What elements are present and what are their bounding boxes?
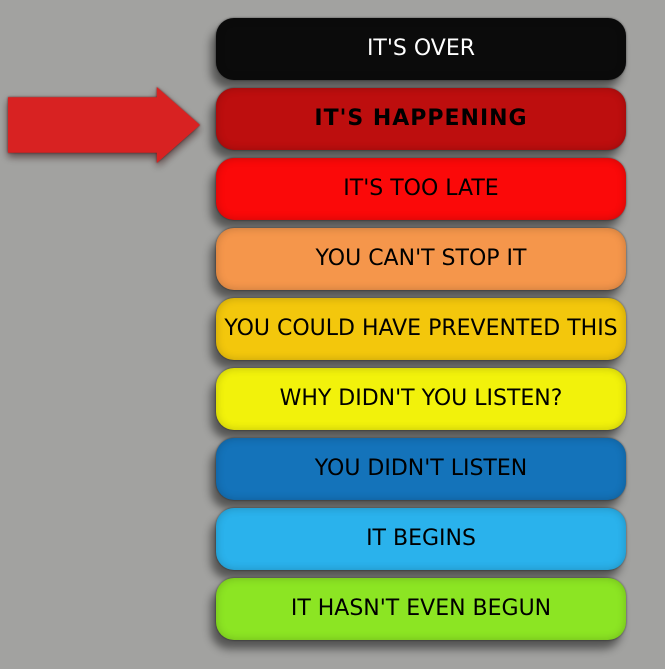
stage-label: IT'S TOO LATE: [343, 176, 499, 201]
stage-label: YOU CAN'T STOP IT: [315, 246, 527, 271]
stage-label: YOU COULD HAVE PREVENTED THIS: [224, 316, 618, 341]
stage-bar-you-could-have-prevented-this: YOU COULD HAVE PREVENTED THIS: [216, 298, 626, 360]
current-stage-arrow: [8, 87, 200, 163]
stage-bar-it-s-happening: IT'S HAPPENING: [216, 88, 626, 150]
stage-bar-you-can-t-stop-it: YOU CAN'T STOP IT: [216, 228, 626, 290]
stage-bar-it-s-too-late: IT'S TOO LATE: [216, 158, 626, 220]
stage-label: IT'S HAPPENING: [314, 106, 528, 131]
stage-bar-why-didn-t-you-listen: WHY DIDN'T YOU LISTEN?: [216, 368, 626, 430]
stage-bar-it-begins: IT BEGINS: [216, 508, 626, 570]
stage-label: IT'S OVER: [366, 36, 476, 61]
stage-bar-it-hasn-t-even-begun: IT HASN'T EVEN BEGUN: [216, 578, 626, 640]
stage-label: IT BEGINS: [366, 526, 476, 551]
stage-list: IT'S OVER IT'S HAPPENING IT'S TOO LATE Y…: [216, 18, 626, 640]
right-arrow-icon: [8, 87, 200, 163]
stage-label: WHY DIDN'T YOU LISTEN?: [279, 386, 563, 411]
stage-label: YOU DIDN'T LISTEN: [314, 456, 528, 481]
stage-label: IT HASN'T EVEN BEGUN: [290, 596, 552, 621]
stage-bar-you-didn-t-listen: YOU DIDN'T LISTEN: [216, 438, 626, 500]
stage-bar-it-s-over: IT'S OVER: [216, 18, 626, 80]
